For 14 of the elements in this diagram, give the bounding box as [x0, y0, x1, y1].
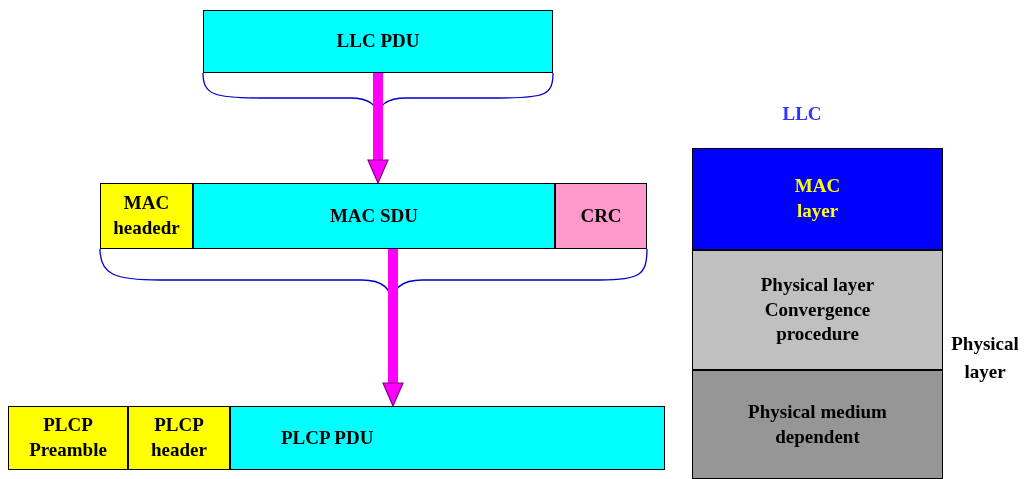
- layer-label: LLC: [781, 102, 823, 126]
- header-box: PLCP header: [128, 406, 230, 470]
- pdu-box: LLC PDU: [203, 10, 553, 73]
- layer-box: MAC layer: [692, 148, 943, 250]
- layer-label: Physical layer: [950, 332, 1020, 384]
- preamble-box: PLCP Preamble: [8, 406, 128, 470]
- sdu-box: MAC SDU: [193, 183, 555, 249]
- layer-box: Physical layer Convergence procedure: [692, 250, 943, 370]
- arrow: [367, 73, 389, 184]
- layer-box: Physical medium dependent: [692, 370, 943, 479]
- crc-box: CRC: [555, 183, 647, 249]
- pdu-box: PLCP PDU: [230, 406, 665, 470]
- arrow: [382, 249, 404, 407]
- header-box: MAC headedr: [100, 183, 193, 249]
